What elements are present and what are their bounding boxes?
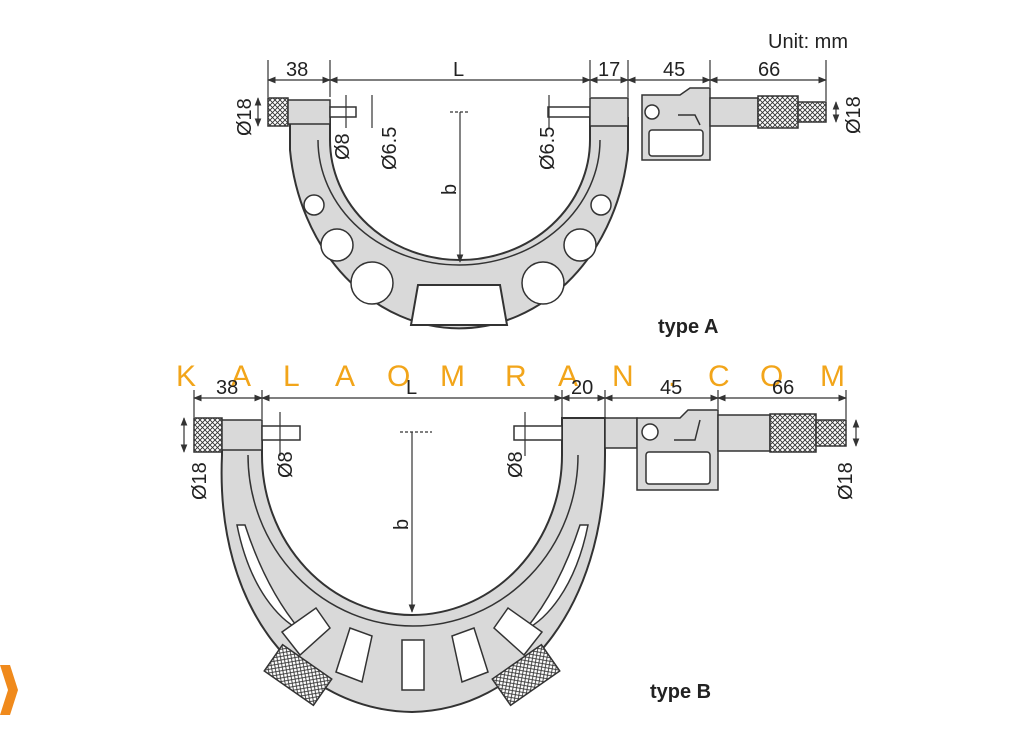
frame-hole — [590, 194, 612, 216]
anvil — [261, 425, 301, 441]
type-a-anvil-tip-dia: Ø6.5 — [379, 127, 401, 170]
frame-hole — [521, 261, 565, 305]
type-a-dim-17: 17 — [598, 59, 620, 81]
thimble-knurl — [757, 95, 799, 129]
ratchet — [797, 101, 827, 123]
type-b-left-dia: Ø18 — [189, 462, 211, 500]
type-a-label: type A — [658, 316, 718, 338]
frame-window — [493, 606, 544, 657]
heat-insulator-left — [263, 643, 333, 707]
frame-hole — [303, 194, 325, 216]
type-b-label: type B — [650, 681, 711, 703]
type-b-depth: b — [391, 519, 413, 530]
spindle — [547, 106, 591, 118]
spindle — [513, 425, 563, 441]
frame-window — [451, 627, 489, 684]
type-a-dim-66: 66 — [758, 59, 780, 81]
lcd-screen — [645, 451, 711, 485]
type-a-spindle-tip-dia: Ø6.5 — [537, 127, 559, 170]
watermark-letter: R — [505, 360, 529, 393]
logo-mark — [0, 665, 18, 715]
watermark-letter: A — [231, 360, 253, 393]
frame-window — [401, 639, 425, 691]
watermark-letter: O — [760, 360, 785, 393]
type-b-dim-38: 38 — [216, 377, 238, 399]
frame-window — [409, 284, 509, 326]
ratchet — [815, 419, 847, 447]
type-a-depth: b — [439, 184, 461, 195]
lcd-screen — [648, 129, 704, 157]
type-b-dim-45: 45 — [660, 377, 682, 399]
watermark-letter: A — [558, 360, 580, 393]
frame-window — [335, 627, 373, 684]
watermark-letter: M — [440, 360, 467, 393]
type-a-anvil-dia: Ø8 — [332, 133, 354, 160]
type-b-spindle-dia: Ø8 — [505, 451, 527, 478]
frame-hole — [350, 261, 394, 305]
heat-insulator-right — [491, 643, 561, 707]
type-a-micrometer: 38 L 17 45 66 Ø18 Ø18 Ø8 Ø6.5 Ø6.5 b typ… — [234, 59, 865, 338]
type-a-dim-L: L — [453, 59, 464, 81]
frame-window — [280, 606, 331, 657]
watermark-letter: L — [283, 360, 302, 393]
type-b-micrometer: 38 L 20 45 66 Ø18 Ø18 Ø8 Ø8 b type B — [180, 377, 860, 714]
frame-hole — [563, 228, 597, 262]
type-b-anvil-dia: Ø8 — [275, 451, 297, 478]
watermark-letter: O — [387, 360, 412, 393]
type-b-right-dia: Ø18 — [835, 462, 857, 500]
type-a-left-dia: Ø18 — [234, 98, 256, 136]
watermark-letter: A — [335, 360, 357, 393]
type-a-right-dia: Ø18 — [843, 96, 865, 134]
watermark-letter: K — [176, 360, 198, 393]
type-b-dim-L: L — [406, 377, 417, 399]
type-b-dim-20: 20 — [571, 377, 593, 399]
frame-hole — [320, 228, 354, 262]
type-a-dim-45: 45 — [663, 59, 685, 81]
thimble-knurl — [769, 413, 817, 453]
anvil — [329, 106, 357, 118]
watermark-letter: N — [612, 360, 636, 393]
type-b-dim-66: 66 — [772, 377, 794, 399]
watermark-letter: . — [668, 360, 678, 393]
watermark-letter: C — [708, 360, 732, 393]
unit-label: Unit: mm — [768, 31, 848, 53]
type-a-dim-38: 38 — [286, 59, 308, 81]
watermark-letter: M — [820, 360, 847, 393]
